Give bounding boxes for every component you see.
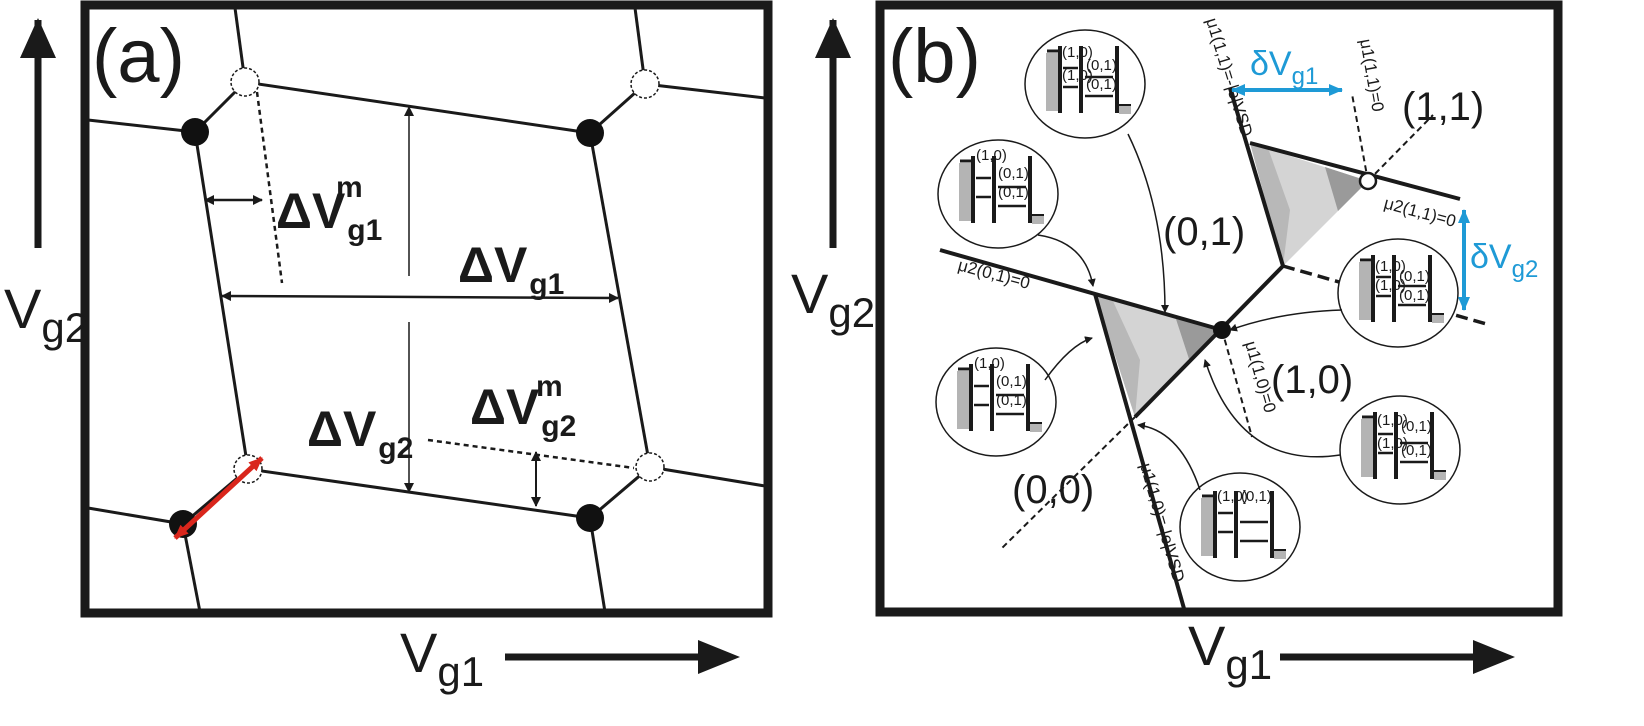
- dvg2m-label: ΔVg2: [470, 379, 576, 443]
- level-diagram-bottom: (1,0) (0,1): [1179, 472, 1301, 582]
- svg-text:(1,0): (1,0): [1062, 67, 1093, 84]
- level-diagram-right: (1,0) (1,0) (0,1) (0,1): [1337, 238, 1459, 348]
- svg-text:(1,0): (1,0): [1377, 412, 1408, 429]
- panel-b: (1,0) (1,0) (0,1) (0,1) (1,0) (0,1) (0,1…: [791, 0, 1563, 688]
- delta-vg1-label: δVg1: [1250, 45, 1318, 90]
- svg-text:(0,1): (0,1): [1401, 418, 1432, 435]
- svg-text:(1,0): (1,0): [1062, 44, 1093, 61]
- dvg2m-sup: m: [536, 370, 563, 403]
- svg-text:(0,1): (0,1): [998, 184, 1029, 201]
- svg-text:(1,0): (1,0): [1217, 488, 1248, 505]
- panel-b-frame: [875, 0, 1563, 617]
- level-diagram-left: (1,0) (0,1) (0,1): [935, 347, 1057, 457]
- dvg1m-label: ΔVg1: [276, 183, 382, 247]
- svg-text:(1,0): (1,0): [1377, 435, 1408, 452]
- panel-b-x-axis-label: Vg1: [1188, 614, 1272, 688]
- svg-text:(0,1): (0,1): [996, 373, 1027, 390]
- triple-points: [169, 67, 665, 538]
- level-diagram-top: (1,0) (1,0) (0,1) (0,1): [1024, 29, 1146, 139]
- mu1-11-vsd-label: μ1(1,1)=-|e|VSD: [1202, 16, 1256, 139]
- svg-text:(0,1): (0,1): [1086, 76, 1117, 93]
- svg-text:(1,0): (1,0): [1375, 277, 1406, 294]
- svg-text:(1,0): (1,0): [974, 355, 1005, 372]
- triple-point-hole: [1358, 171, 1378, 191]
- svg-text:(0,1): (0,1): [1399, 268, 1430, 285]
- svg-text:(0,1): (0,1): [998, 165, 1029, 182]
- dvg1m-sup: m: [336, 171, 363, 204]
- svg-text:(0,1): (0,1): [1399, 287, 1430, 304]
- svg-text:(0,1): (0,1): [1086, 57, 1117, 74]
- region-label-01: (0,1): [1163, 210, 1245, 254]
- region-label-00: (0,0): [1012, 468, 1094, 512]
- dvg1-label: ΔVg1: [458, 237, 564, 301]
- red-double-arrow: [173, 456, 264, 540]
- panel-a-honeycomb: [87, 7, 766, 613]
- svg-text:(0,1): (0,1): [1401, 442, 1432, 459]
- panel-b-y-axis-label: Vg2: [791, 262, 875, 336]
- region-label-10: (1,0): [1271, 358, 1353, 402]
- panel-b-label: (b): [888, 14, 981, 99]
- svg-text:(0,1): (0,1): [1241, 488, 1272, 505]
- mu2-11-zero-label: μ2(1,1)=0: [1382, 194, 1458, 231]
- level-diagram-lower-right: (1,0) (1,0) (0,1) (0,1): [1339, 395, 1461, 505]
- level-diagram-upper-left: (1,0) (0,1) (0,1): [937, 139, 1059, 249]
- region-label-11: (1,1): [1402, 85, 1484, 129]
- panel-a-label: (a): [92, 14, 185, 99]
- panel-a-y-axis-label: Vg2: [4, 277, 88, 351]
- mu2-01-zero-label: μ2(0,1)=0: [956, 256, 1032, 293]
- dvg2-label: ΔVg2: [307, 401, 413, 465]
- panel-a-frame: [80, 0, 773, 618]
- svg-text:(1,0): (1,0): [1375, 258, 1406, 275]
- delta-vg2-label: δVg2: [1470, 238, 1538, 283]
- svg-text:(0,1): (0,1): [996, 392, 1027, 409]
- panel-a-x-axis-label: Vg1: [400, 621, 484, 695]
- dimension-arrows: [204, 106, 619, 507]
- svg-text:(1,0): (1,0): [976, 147, 1007, 164]
- panel-a: (a) ΔVg1 m ΔVg1 ΔVg2 ΔVg2 m Vg2 Vg1: [4, 0, 773, 695]
- mu1-11-zero-label: μ1(1,1)=0: [1356, 37, 1387, 113]
- triple-point-electron: [1213, 321, 1231, 339]
